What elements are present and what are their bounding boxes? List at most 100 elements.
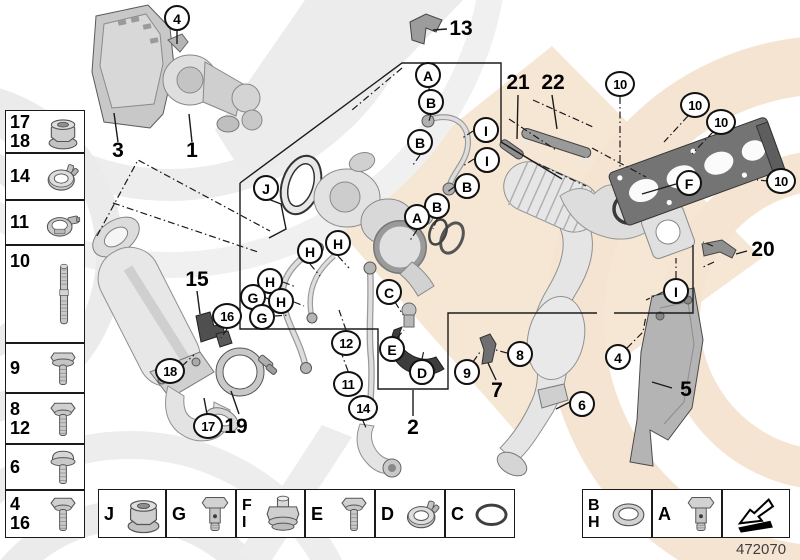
callout-16[interactable]: 16: [212, 303, 242, 329]
callout-10[interactable]: 10: [680, 92, 710, 118]
legend-letter: A: [658, 503, 671, 524]
seal-ring-icon: [608, 493, 649, 535]
sidebar-item-14[interactable]: 14: [5, 153, 85, 200]
callout-B[interactable]: B: [418, 89, 444, 115]
part-number: 18: [10, 130, 31, 151]
catalytic-converter-drawing: [92, 216, 239, 442]
callout-B[interactable]: B: [454, 173, 480, 199]
part-number: 12: [10, 417, 31, 438]
callout-12[interactable]: 12: [331, 330, 361, 356]
callout-4[interactable]: 4: [164, 5, 190, 31]
pan-head-screw-icon: [45, 446, 81, 488]
callout-6[interactable]: 6: [569, 391, 595, 417]
legend-letter: I: [242, 513, 247, 531]
callout-A[interactable]: A: [415, 62, 441, 88]
hex-bolt-icon: [336, 492, 372, 536]
flange-gasket-drawing: [279, 154, 323, 216]
union-nut-icon: [264, 493, 302, 535]
callout-J[interactable]: J: [253, 175, 279, 201]
part-number: 17: [10, 111, 31, 132]
legend-letter: J: [104, 503, 115, 524]
callout-H[interactable]: H: [325, 230, 351, 256]
kit-arrow-icon: [733, 492, 779, 536]
legend-letter: B: [588, 496, 600, 514]
small-brackets-drawing: [409, 13, 737, 365]
turbocharger-drawing: [313, 152, 465, 297]
callout-C[interactable]: C: [376, 279, 402, 305]
part-label-2[interactable]: 2: [407, 416, 419, 439]
sidebar-item-10[interactable]: 10: [5, 245, 85, 343]
legend-letter: C: [451, 503, 464, 524]
callout-10[interactable]: 10: [605, 71, 635, 97]
screw-clamp-icon: [43, 203, 81, 243]
callout-18[interactable]: 18: [155, 358, 185, 384]
diagram-number: 472070: [736, 541, 787, 558]
stud-bolt-icon: [47, 249, 81, 339]
callout-17[interactable]: 17: [193, 413, 223, 439]
callout-4[interactable]: 4: [605, 344, 631, 370]
callout-8[interactable]: 8: [507, 341, 533, 367]
legend-letter: H: [588, 513, 600, 531]
legend-item-E[interactable]: E: [305, 489, 375, 538]
spring-clamp-icon: [402, 493, 442, 535]
legend-item-J[interactable]: J: [98, 489, 166, 538]
part-label-22[interactable]: 22: [541, 71, 565, 94]
legend-letter: E: [311, 503, 324, 524]
part-number: 6: [10, 456, 21, 477]
callout-10[interactable]: 10: [706, 109, 736, 135]
legend-item-C[interactable]: C: [445, 489, 515, 538]
callout-A[interactable]: A: [404, 204, 430, 230]
flange-bolt-icon: [45, 346, 81, 390]
part-label-5[interactable]: 5: [680, 378, 692, 401]
callout-9[interactable]: 9: [454, 359, 480, 385]
flange-nut-icon: [124, 493, 163, 535]
part-label-3[interactable]: 3: [112, 139, 124, 162]
callout-E[interactable]: E: [379, 336, 405, 362]
legend-letter: G: [172, 503, 187, 524]
o-ring-icon: [471, 493, 512, 535]
part-label-21[interactable]: 21: [506, 71, 530, 94]
legend-item-G[interactable]: G: [166, 489, 236, 538]
sidebar-item-6[interactable]: 6: [5, 444, 85, 490]
sidebar-item-11[interactable]: 11: [5, 200, 85, 245]
callout-I[interactable]: I: [663, 278, 689, 304]
part-label-15[interactable]: 15: [185, 268, 209, 291]
part-label-19[interactable]: 19: [224, 415, 248, 438]
oil-lines-drawing: [279, 242, 377, 419]
legend-letter: F: [242, 496, 252, 514]
legend-letter: D: [381, 503, 394, 524]
legend-item-D[interactable]: D: [375, 489, 445, 538]
callout-H[interactable]: H: [297, 238, 323, 264]
callout-10[interactable]: 10: [766, 168, 796, 194]
vband-clamp-drawing: [215, 347, 278, 397]
legend-item-A[interactable]: A: [652, 489, 722, 538]
banjo-bolt-icon: [683, 492, 719, 536]
part-number: 8: [10, 398, 21, 419]
callout-11[interactable]: 11: [333, 371, 363, 397]
callout-I[interactable]: I: [474, 147, 500, 173]
legend-item-kit-arrow[interactable]: [722, 489, 790, 538]
callout-F[interactable]: F: [676, 170, 702, 196]
part-number: 10: [10, 251, 31, 271]
sidebar-item-9[interactable]: 9: [5, 343, 85, 393]
part-number: 9: [10, 357, 21, 378]
flange-nut-icon: [45, 113, 81, 151]
part-label-13[interactable]: 13: [449, 17, 473, 40]
callout-D[interactable]: D: [409, 359, 435, 385]
callout-G[interactable]: G: [249, 304, 275, 330]
callout-B[interactable]: B: [407, 129, 433, 155]
hex-bolt-icon: [45, 397, 81, 441]
part-label-7[interactable]: 7: [491, 379, 503, 402]
callout-H[interactable]: H: [268, 288, 294, 314]
callout-I[interactable]: I: [473, 117, 499, 143]
construction-lines: [96, 28, 769, 431]
callout-14[interactable]: 14: [348, 395, 378, 421]
part-label-20[interactable]: 20: [751, 238, 775, 261]
part-label-1[interactable]: 1: [186, 139, 198, 162]
